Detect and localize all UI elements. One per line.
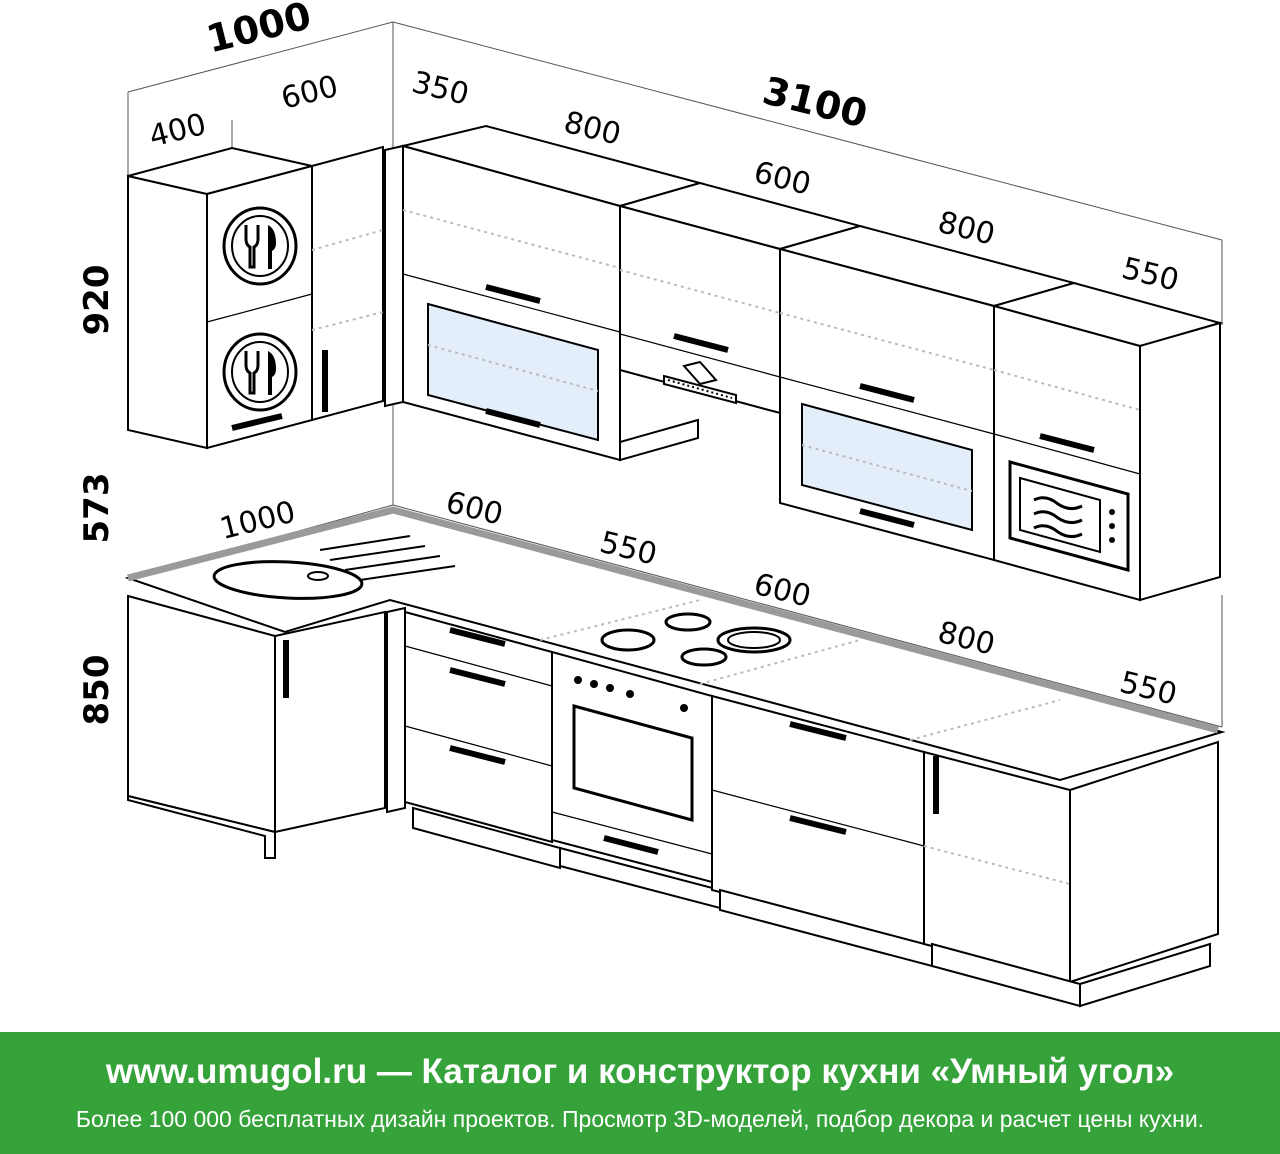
countertop — [124, 506, 1226, 782]
base-oven-cabinet-550 — [551, 650, 721, 910]
dim-height-upper: 920 — [77, 265, 117, 336]
upper-filler — [384, 144, 404, 408]
dim-upper-total: 3100 — [759, 68, 872, 136]
sink-icon — [212, 535, 456, 600]
kitchen-diagram: 1000 400 600 350 800 3100 600 800 550 92… — [77, 0, 1226, 1008]
dim-upper-800-a: 800 — [560, 105, 624, 153]
dim-height-gap: 573 — [77, 473, 117, 544]
base-drawer-cabinet-600 — [404, 610, 561, 870]
range-hood-icon — [663, 360, 737, 405]
cutlery-plate-icon — [222, 206, 298, 286]
dim-upper-corner-total: 1000 — [202, 0, 315, 62]
banner-title[interactable]: www.umugol.ru — Каталог и конструктор ку… — [105, 1052, 1175, 1091]
upper-hood-cabinet-600 — [616, 181, 864, 415]
base-drawer-cabinet-600-b — [711, 694, 933, 968]
cooktop-burners-icon — [600, 612, 792, 667]
dim-upper-350: 350 — [408, 65, 472, 113]
dim-upper-corner-600: 600 — [278, 69, 342, 117]
dim-upper-800-b: 800 — [934, 205, 998, 253]
base-corner-cabinet — [127, 594, 386, 859]
footer-banner: www.umugol.ru — Каталог и конструктор ку… — [0, 1032, 1280, 1154]
microwave-icon — [1008, 460, 1130, 572]
dim-upper-600: 600 — [750, 155, 814, 203]
dim-upper-550: 550 — [1118, 251, 1182, 299]
upper-cabinet-800-glass — [399, 124, 704, 462]
upper-corner-cabinet — [127, 145, 384, 450]
base-end-cabinet-550 — [923, 740, 1219, 1008]
oven-icon — [572, 676, 694, 822]
upper-cabinet-550-microwave — [990, 281, 1224, 602]
banner-subtitle: Более 100 000 бесплатных дизайн проектов… — [75, 1106, 1205, 1132]
dim-upper-corner-400: 400 — [146, 107, 210, 155]
dim-height-base: 850 — [77, 655, 117, 726]
upper-cabinet-800-glass-right — [776, 224, 1078, 562]
base-filler — [386, 606, 406, 814]
cutlery-plate-icon — [222, 332, 298, 412]
